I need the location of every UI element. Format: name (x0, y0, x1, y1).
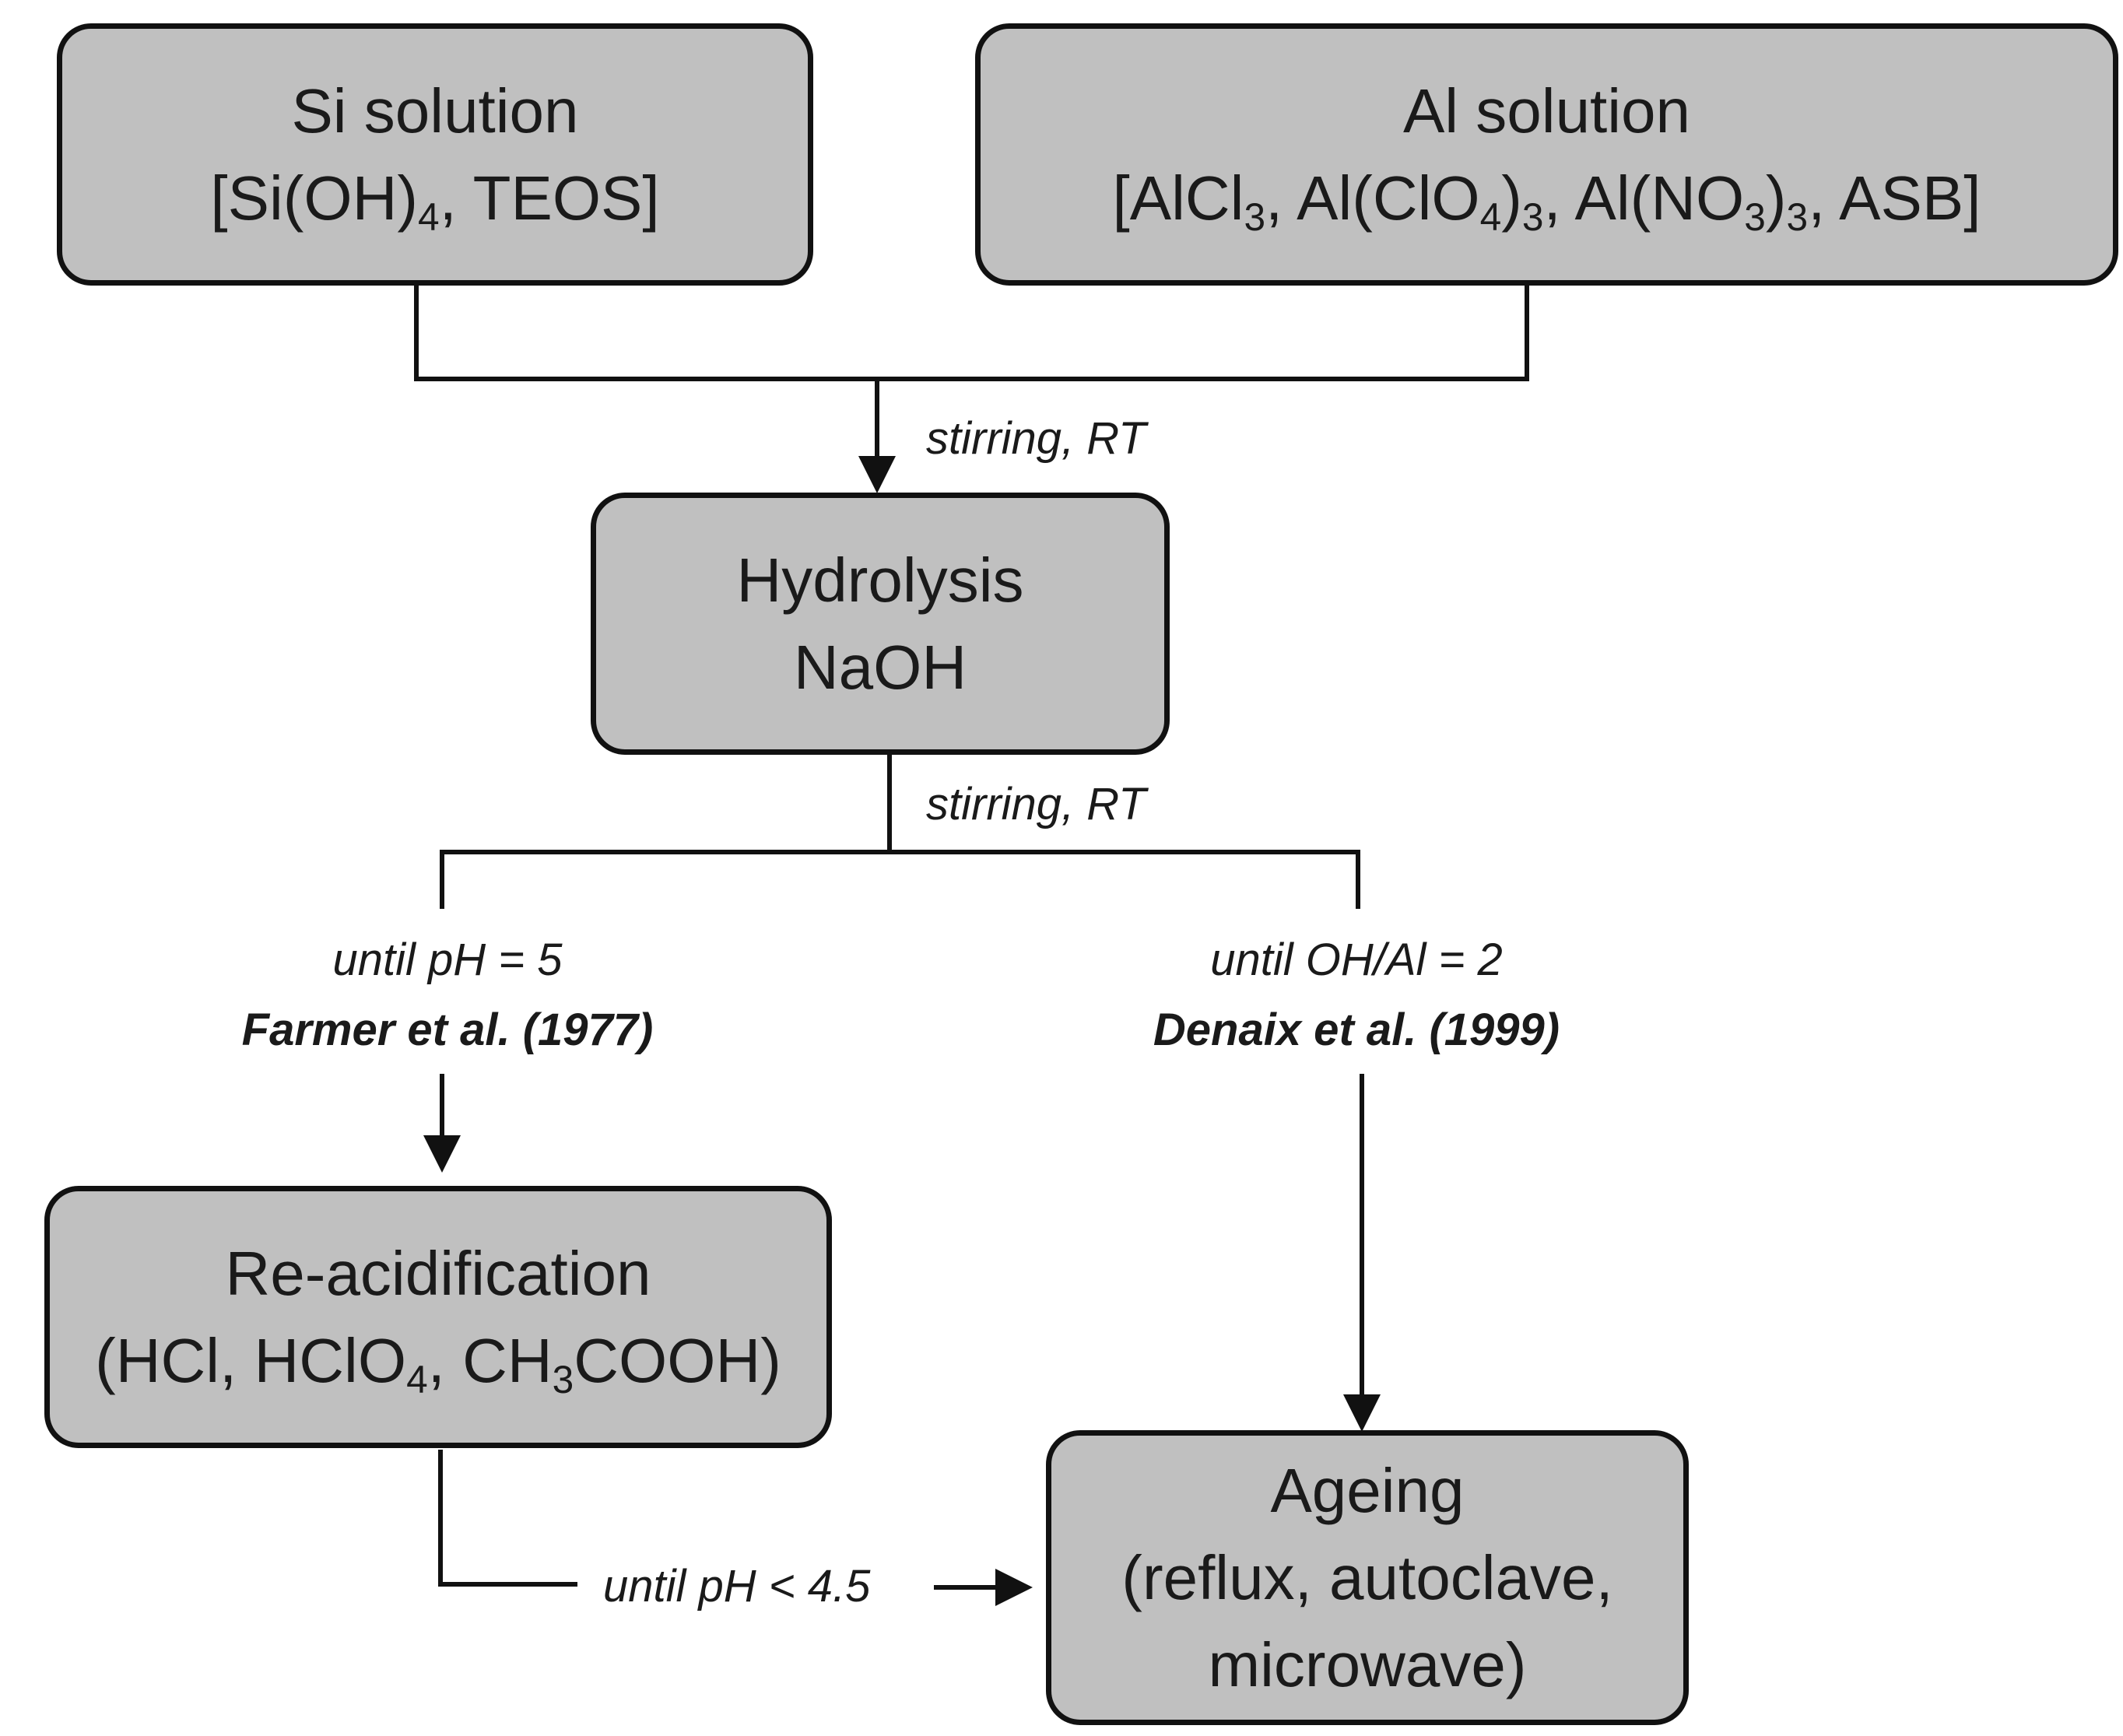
hydrolysis-box: Hydrolysis NaOH (591, 493, 1170, 755)
ageing-title: Ageing (1270, 1455, 1465, 1525)
right-condition-label: until OH/Al = 2 (1210, 935, 1503, 985)
hydrolysis-title: Hydrolysis (736, 545, 1024, 615)
hydrolysis-condition-label: stirring, RT (926, 779, 1146, 829)
left-reference-label: Farmer et al. (1977) (241, 1005, 654, 1055)
si-solution-title: Si solution (291, 75, 579, 146)
left-condition-label: until pH = 5 (332, 935, 563, 985)
split-line (440, 752, 1360, 909)
ageing-box: Ageing (reflux, autoclave, microwave) (1046, 1430, 1689, 1725)
al-solution-title: Al solution (1402, 75, 1691, 146)
bottom-condition-label: until pH < 4.5 (603, 1561, 871, 1611)
reacid-out-line (438, 1450, 577, 1587)
al-solution-reagents: [AlCl3, Al(ClO4)3, Al(NO3)3, ASB] (1112, 163, 1981, 239)
hydrolysis-reagent: NaOH (793, 632, 967, 702)
ageing-methods-line1: (reflux, autoclave, (1121, 1542, 1613, 1612)
al-solution-box: Al solution [AlCl3, Al(ClO4)3, Al(NO3)3,… (975, 23, 2118, 286)
ageing-methods-line2: microwave) (1208, 1629, 1527, 1699)
mix-condition-label: stirring, RT (926, 413, 1146, 464)
reacidification-reagents: (HCl, HClO4, CH3COOH) (95, 1325, 781, 1401)
si-solution-reagents: [Si(OH)4, TEOS] (210, 163, 660, 239)
si-solution-box: Si solution [Si(OH)4, TEOS] (57, 23, 813, 286)
merge-line (414, 282, 1529, 381)
reacidification-box: Re-acidification (HCl, HClO4, CH3COOH) (44, 1186, 832, 1448)
reacidification-title: Re-acidification (225, 1238, 651, 1308)
right-reference-label: Denaix et al. (1999) (1153, 1005, 1560, 1055)
